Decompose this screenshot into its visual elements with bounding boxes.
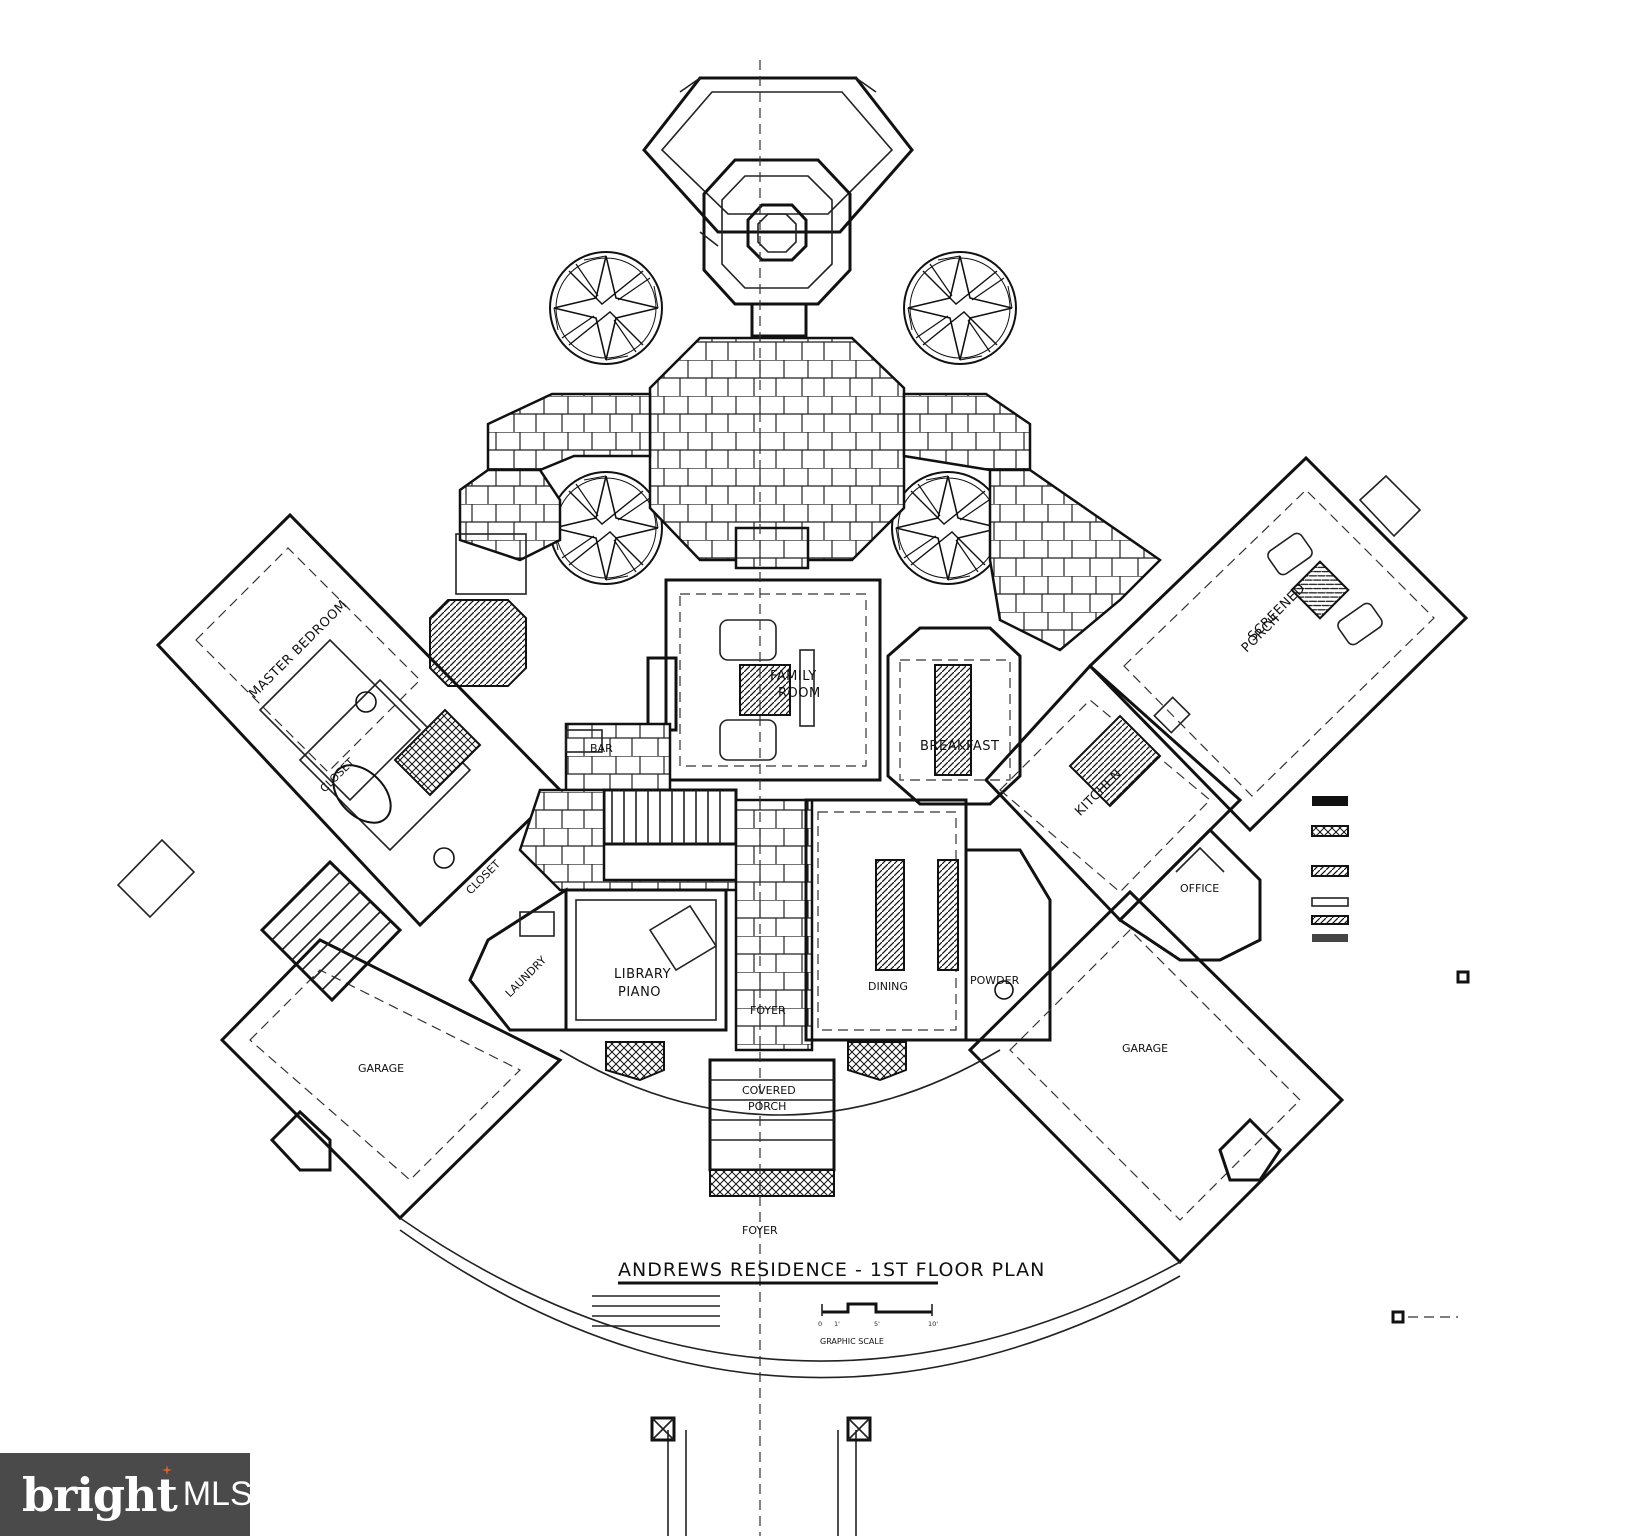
room-label-family: FAMILY [770, 669, 817, 684]
plan-title: ANDREWS RESIDENCE - 1ST FLOOR PLAN [618, 1259, 1045, 1281]
room-label-laundry: LAUNDRY [503, 954, 549, 1000]
room-label-porch: PORCH [748, 1100, 786, 1113]
scale-tick: 5' [874, 1320, 880, 1328]
screened-porch-wing [1087, 455, 1469, 833]
garage-right [967, 889, 1345, 1265]
garage-left [219, 859, 563, 1221]
master-bedroom-wing [155, 512, 563, 928]
room-label-dining: DINING [868, 980, 908, 993]
stone-terrace [429, 336, 1162, 687]
room-label-powder: POWDER [970, 974, 1020, 987]
sparkle-icon [162, 1465, 172, 1475]
brand-word: bright [22, 1467, 178, 1522]
room-label-office: OFFICE [1180, 882, 1219, 895]
scale-label: GRAPHIC SCALE [820, 1337, 884, 1346]
gazebo [642, 76, 914, 338]
note-box [116, 838, 196, 919]
room-label-library: LIBRARY [614, 967, 671, 982]
room-label-breakfast: BREAKFAST [920, 739, 999, 754]
room-label-piano: PIANO [618, 985, 661, 1000]
brand-suffix: MLS [182, 1475, 253, 1513]
room-label-master-bedroom: MASTER BEDROOM [246, 597, 350, 701]
room-label-closet: CLOSET [318, 755, 358, 795]
room-label-foyer: FOYER [750, 1004, 786, 1017]
scale-tick: 10' [928, 1320, 938, 1328]
room-label-bar: BAR [590, 742, 613, 755]
bright-mls-logo: bright MLS [0, 1453, 253, 1536]
scale-tick: 1' [834, 1320, 840, 1328]
main-house [468, 578, 1052, 1052]
front-entry [399, 60, 1181, 1536]
scale-tick: 0 [818, 1320, 822, 1328]
office [1117, 827, 1262, 962]
room-label-garage: GARAGE [358, 1062, 404, 1075]
area-table [592, 1295, 720, 1327]
room-label-foyer: FOYER [742, 1224, 778, 1237]
room-label-garage: GARAGE [1122, 1042, 1168, 1055]
room-label-room: ROOM [778, 686, 821, 701]
legend [1311, 796, 1470, 1324]
graphic-scale: 0 1' 5' 10' GRAPHIC SCALE [818, 1302, 938, 1346]
room-label-covered: COVERED [742, 1084, 796, 1097]
